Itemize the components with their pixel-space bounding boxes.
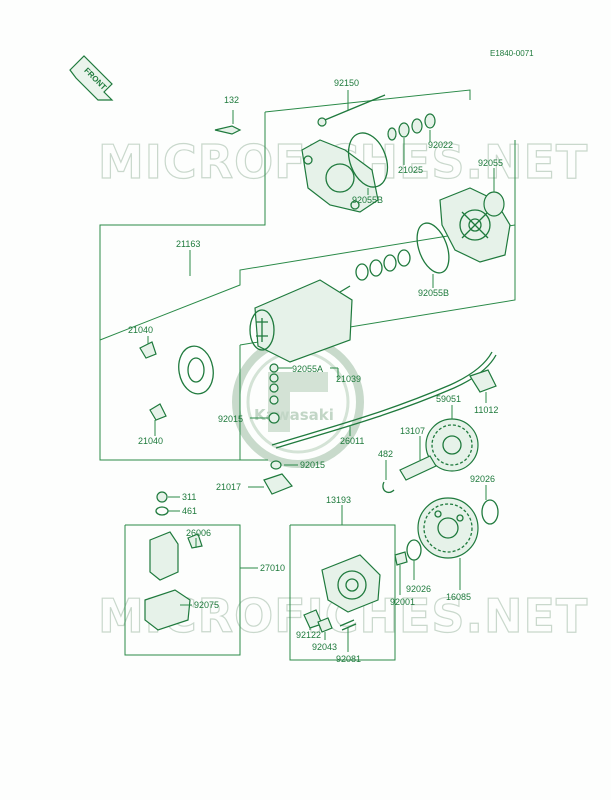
clip-482 — [382, 481, 395, 494]
washer-92026-lower — [406, 539, 422, 561]
end-cover — [301, 139, 379, 213]
label-92026-upper: 92026 — [470, 474, 495, 484]
brush-21040-top — [139, 341, 157, 359]
label-59051: 59051 — [436, 394, 461, 404]
label-92043: 92043 — [312, 642, 337, 652]
diagram-code: E1840-0071 — [490, 49, 534, 58]
label-482: 482 — [378, 449, 393, 459]
gear-16085 — [417, 497, 479, 559]
ring-461 — [155, 506, 169, 516]
screw-132 — [214, 110, 242, 135]
label-13193: 13193 — [326, 495, 351, 505]
label-11012: 11012 — [474, 405, 498, 415]
leader-lines — [147, 90, 495, 652]
o-ring-92055b-top — [347, 132, 389, 188]
label-92015-top: 92015 — [218, 414, 243, 424]
label-26006: 26006 — [186, 528, 211, 538]
brush-21040-bottom — [149, 403, 167, 421]
clutch-assembly-box — [289, 524, 396, 661]
label-92026-lower: 92026 — [406, 584, 431, 594]
motor-body — [249, 279, 353, 363]
shaft-13107 — [399, 455, 437, 481]
label-21017: 21017 — [216, 482, 241, 492]
label-92150: 92150 — [334, 78, 359, 88]
label-21039: 21039 — [336, 374, 361, 384]
label-92022: 92022 — [428, 140, 453, 150]
label-132: 132 — [224, 95, 239, 105]
o-ring-92055b-lower — [416, 222, 450, 274]
nut-92015-lower — [270, 460, 282, 470]
label-92001: 92001 — [390, 597, 415, 607]
label-461: 461 — [182, 506, 197, 516]
cable-26011 — [271, 351, 493, 446]
cap-311 — [156, 491, 168, 503]
shim-set — [355, 249, 411, 281]
washer-92026-upper — [481, 499, 499, 525]
label-92081: 92081 — [336, 654, 361, 664]
label-92055: 92055 — [478, 158, 503, 168]
relay-box — [124, 524, 241, 656]
cable-26011-edge — [275, 354, 497, 449]
label-92055b-lower: 92055B — [418, 288, 449, 298]
label-27010: 27010 — [260, 563, 285, 573]
label-311: 311 — [182, 492, 196, 502]
label-92015-bottom: 92015 — [300, 460, 325, 470]
cap-92055 — [483, 191, 505, 217]
spring-92081 — [339, 619, 357, 631]
label-92055b-top: 92055B — [352, 195, 383, 205]
front-arrow-icon: FRONT — [69, 55, 114, 101]
terminal-kit — [268, 363, 280, 424]
washer-stack-92022 — [387, 113, 436, 141]
label-92075: 92075 — [194, 600, 219, 610]
gear-59051 — [425, 418, 479, 472]
pin-92043 — [317, 617, 333, 633]
label-92055a: 92055A — [292, 364, 323, 374]
label-13107: 13107 — [400, 426, 425, 436]
label-21163: 21163 — [176, 239, 200, 249]
label-26011: 26011 — [340, 436, 364, 446]
logo-text: Kawasaki — [254, 406, 334, 424]
label-21040-bottom: 21040 — [138, 436, 163, 446]
bolt-92001 — [394, 551, 408, 566]
terminal-21017 — [263, 473, 293, 495]
label-21040-top: 21040 — [128, 325, 153, 335]
label-92122: 92122 — [296, 630, 321, 640]
label-21025: 21025 — [398, 165, 423, 175]
kawasaki-logo-watermark: Kawasaki — [232, 336, 364, 468]
bolt-92150 — [317, 94, 386, 127]
brush-plate — [178, 345, 214, 395]
cap-11012 — [469, 369, 497, 393]
label-16085: 16085 — [446, 592, 471, 602]
